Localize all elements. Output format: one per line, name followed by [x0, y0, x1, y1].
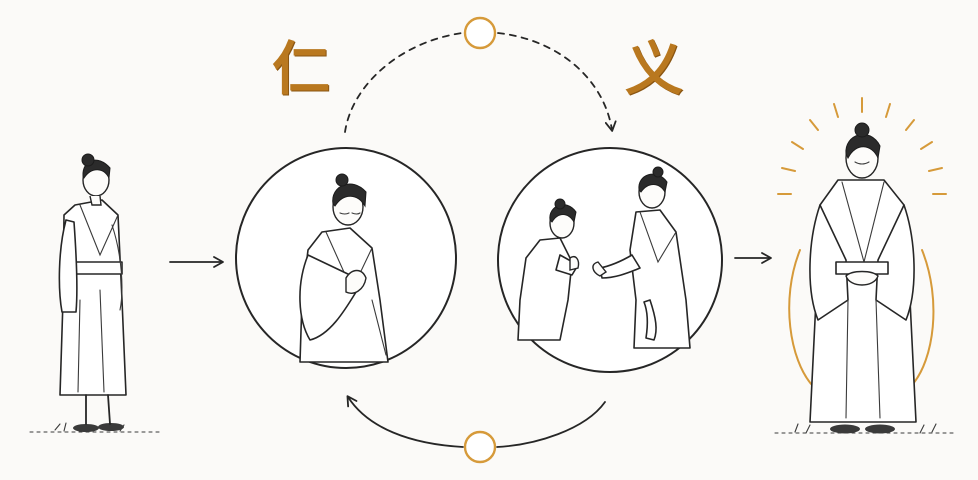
bottom-circle-node-icon [463, 430, 497, 464]
figure-standing-right [774, 122, 956, 434]
character-ren: 仁 [272, 35, 331, 103]
figure-yi-bowing [517, 198, 580, 341]
figure-ren-hand-on-heart [299, 173, 389, 363]
radiance-rays-icon [777, 97, 947, 386]
top-dashed-arc [344, 32, 617, 133]
top-circle-node-icon [463, 16, 497, 50]
figure-standing-left [29, 153, 161, 433]
figure-yi-offering-hand [592, 166, 691, 349]
character-yi: 义 [625, 35, 684, 103]
bottom-curved-arrow [346, 395, 606, 448]
